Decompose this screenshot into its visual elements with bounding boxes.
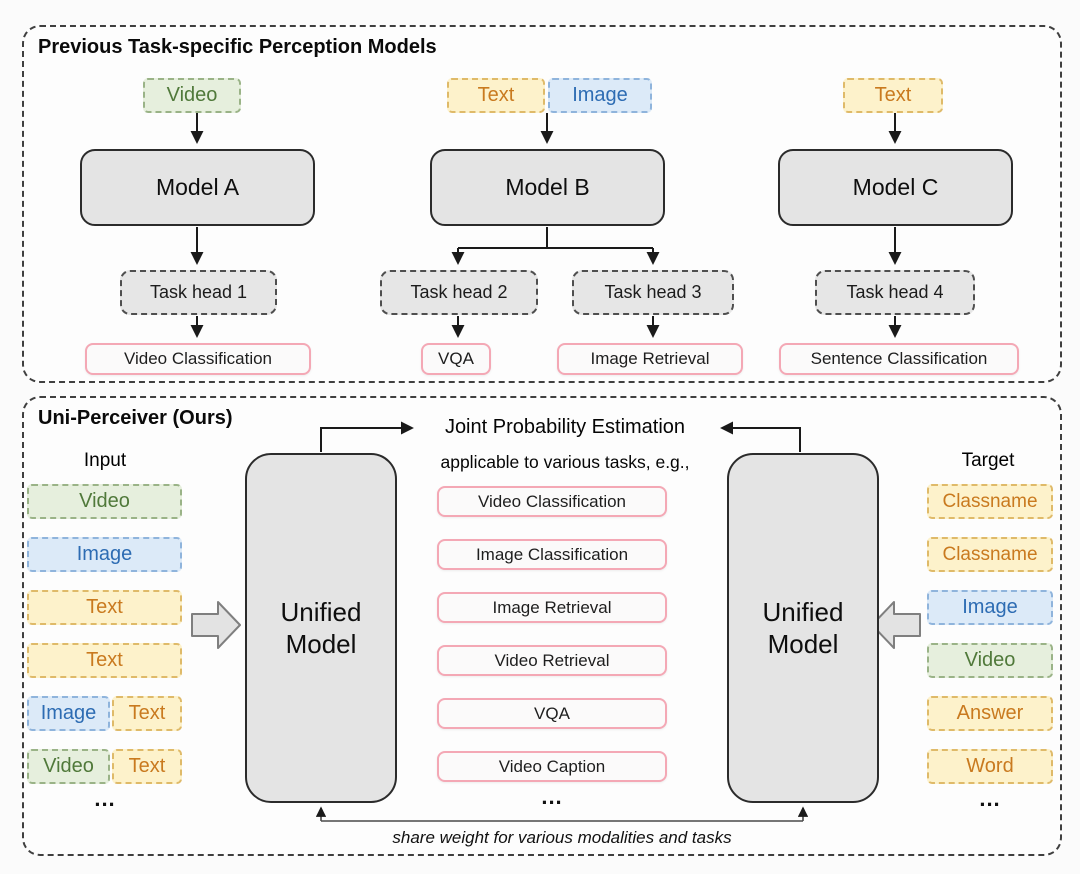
unified-model-left-line1: Unified xyxy=(280,596,362,627)
input-chip-text-pair-1: Text xyxy=(112,696,182,731)
input-chip-video-pair: Video xyxy=(27,749,110,784)
task-image-retrieval: Image Retrieval xyxy=(437,592,667,623)
unified-model-right-box: Unified Model xyxy=(727,453,879,803)
target-chip-answer: Answer xyxy=(927,696,1053,731)
task-ellipsis: ... xyxy=(541,784,563,809)
arrow-left-model-to-joint xyxy=(320,421,414,452)
target-chip-classname-2: Classname xyxy=(927,537,1053,572)
target-chip-word: Word xyxy=(927,749,1053,784)
share-weight-note: share weight for various modalities and … xyxy=(392,828,732,847)
model-b-box: Model B xyxy=(430,149,665,226)
previous-models-title: Previous Task-specific Perception Models xyxy=(38,36,437,58)
input-label: Input xyxy=(83,450,127,471)
task-head-2-box: Task head 2 xyxy=(380,270,538,315)
task-head-1-box: Task head 1 xyxy=(120,270,277,315)
branch-modelB xyxy=(458,227,653,249)
input-chip-image-b: Image xyxy=(548,78,652,113)
unified-model-left-box: Unified Model xyxy=(245,453,397,803)
input-chip-video-a: Video xyxy=(143,78,241,113)
uni-perceiver-title: Uni-Perceiver (Ours) xyxy=(38,407,233,429)
target-chip-classname-1: Classname xyxy=(927,484,1053,519)
model-a-box: Model A xyxy=(80,149,315,226)
target-ellipsis: ... xyxy=(979,786,1001,811)
input-chip-text-b: Text xyxy=(447,78,545,113)
input-chip-image-pair: Image xyxy=(27,696,110,731)
input-chip-text-pair-2: Text xyxy=(112,749,182,784)
task-image-classification: Image Classification xyxy=(437,539,667,570)
task-vqa: VQA xyxy=(437,698,667,729)
input-chip-text-2: Text xyxy=(27,643,182,678)
target-to-model-arrow-icon xyxy=(871,601,921,649)
target-label: Target xyxy=(961,450,1015,471)
output-sentence-classification: Sentence Classification xyxy=(779,343,1019,375)
output-image-retrieval: Image Retrieval xyxy=(557,343,743,375)
arrow-right-model-to-joint xyxy=(720,421,801,452)
target-chip-image: Image xyxy=(927,590,1053,625)
unified-model-left-line2: Model xyxy=(285,629,357,659)
input-to-model-arrow-icon xyxy=(191,601,241,649)
target-chip-video: Video xyxy=(927,643,1053,678)
task-head-4-box: Task head 4 xyxy=(815,270,975,315)
unified-model-right-line2: Model xyxy=(767,629,839,659)
task-video-classification: Video Classification xyxy=(437,486,667,517)
task-video-caption: Video Caption xyxy=(437,751,667,782)
task-head-3-box: Task head 3 xyxy=(572,270,734,315)
input-ellipsis: ... xyxy=(94,786,116,811)
input-chip-video: Video xyxy=(27,484,182,519)
task-video-retrieval: Video Retrieval xyxy=(437,645,667,676)
output-video-classification: Video Classification xyxy=(85,343,311,375)
input-chip-text-c: Text xyxy=(843,78,943,113)
joint-probability-label: Joint Probability Estimation xyxy=(444,416,686,438)
applicable-note: applicable to various tasks, e.g., xyxy=(440,452,690,472)
input-chip-image: Image xyxy=(27,537,182,572)
input-chip-text-1: Text xyxy=(27,590,182,625)
output-vqa: VQA xyxy=(421,343,491,375)
model-c-box: Model C xyxy=(778,149,1013,226)
unified-model-right-line1: Unified xyxy=(762,596,844,627)
